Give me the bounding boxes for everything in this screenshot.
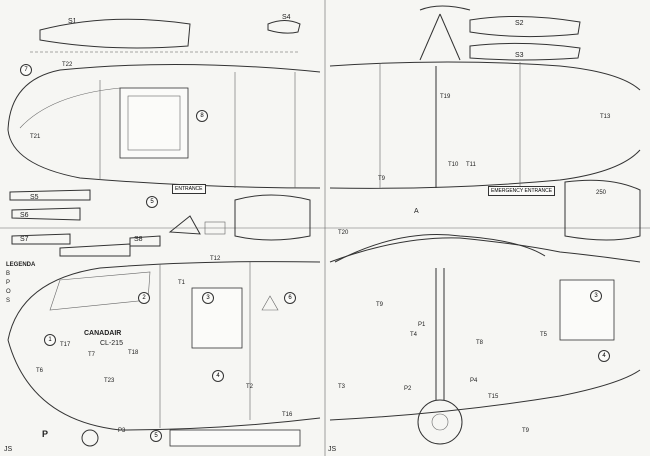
label-p3: P3: [118, 428, 126, 434]
label-p4: P4: [470, 378, 478, 384]
label-s1: S1: [68, 18, 77, 25]
signature-right: JS: [328, 446, 337, 453]
callout-5: 5: [146, 196, 158, 208]
legend-item: S: [6, 298, 11, 304]
callout-1: 1: [44, 334, 56, 346]
fuselage-bottom-left: [7, 261, 321, 341]
door-panel-right: [559, 279, 615, 341]
door-panel: [191, 287, 243, 349]
label-t23: T23: [104, 378, 115, 384]
part-s1: [39, 18, 191, 49]
part-s3: [469, 42, 581, 61]
label-t18: T18: [128, 350, 139, 356]
part-s7: [11, 233, 71, 245]
label-t13: T13: [600, 114, 611, 120]
label-t9a: T9: [378, 176, 386, 182]
label-t9c: T9: [522, 428, 530, 434]
label-t5: T5: [540, 332, 548, 338]
label-t11: T11: [466, 162, 476, 168]
signature-left: JS: [4, 446, 13, 453]
label-t20: T20: [338, 230, 349, 236]
callout-7: 7: [20, 64, 32, 76]
legend: LEGENDA B P O S: [6, 262, 35, 304]
label-t17: T17: [60, 342, 71, 348]
label-t3: T3: [338, 384, 346, 390]
entrance-label: ENTRANCE: [172, 184, 206, 194]
part-s6: [11, 207, 81, 221]
label-s4: S4: [282, 14, 291, 21]
label-t9b: T9: [376, 302, 384, 308]
fuselage-bottom-right: [329, 237, 641, 263]
callout-3b: 3: [590, 290, 602, 302]
label-a: A: [414, 208, 419, 215]
label-t12: T12: [210, 256, 221, 262]
entrance-detail: [234, 194, 311, 241]
callout-3: 3: [202, 292, 214, 304]
label-s3: S3: [515, 52, 524, 59]
label-t6: T6: [36, 368, 44, 374]
part-s8: [129, 235, 161, 247]
part-s5: [9, 189, 91, 201]
label-s6: S6: [20, 212, 29, 219]
scale-box: [169, 429, 301, 447]
label-t4: T4: [410, 332, 418, 338]
aircraft-name: CANADAIR: [84, 330, 122, 337]
label-t8: T8: [476, 340, 484, 346]
label-t15: T15: [488, 394, 499, 400]
label-t1: T1: [178, 280, 186, 286]
callout-2: 2: [138, 292, 150, 304]
callout-4: 4: [212, 370, 224, 382]
fuselage-top-right: [329, 61, 641, 91]
label-t19: T19: [440, 94, 451, 100]
callout-5b: 5: [150, 430, 162, 442]
label-p-big: P: [42, 429, 49, 439]
wing-root: [334, 234, 546, 263]
float-top: [419, 5, 471, 11]
label-t16: T16: [282, 412, 293, 418]
label-s2: S2: [515, 20, 524, 27]
label-t21: T21: [30, 134, 41, 140]
dim-label: 250: [596, 190, 607, 196]
legend-title: LEGENDA: [6, 262, 36, 268]
legend-item: O: [6, 289, 11, 295]
label-s5: S5: [30, 194, 39, 201]
wheel-left: [81, 429, 99, 447]
emergency-entrance-label: EMERGENCY ENTRANCE: [488, 186, 556, 196]
aircraft-model: CL-215: [100, 340, 123, 347]
label-t2: T2: [246, 384, 254, 390]
fuselage-top-left: [7, 63, 321, 131]
legend-item: P: [6, 280, 11, 286]
window-panel: [119, 87, 189, 159]
wheel-right: [417, 399, 463, 445]
callout-6: 6: [284, 292, 296, 304]
part-s4: [267, 20, 301, 34]
label-p1: P1: [418, 322, 426, 328]
label-t22: T22: [62, 62, 73, 68]
label-s7: S7: [20, 236, 29, 243]
label-t10: T10: [448, 162, 459, 168]
emergency-detail: [564, 179, 641, 241]
label-p2: P2: [404, 386, 412, 392]
legend-item: B: [6, 271, 11, 277]
callout-4b: 4: [598, 350, 610, 362]
label-s8: S8: [134, 236, 143, 243]
part-s2: [469, 15, 581, 38]
label-t7: T7: [88, 352, 96, 358]
callout-8: 8: [196, 110, 208, 122]
